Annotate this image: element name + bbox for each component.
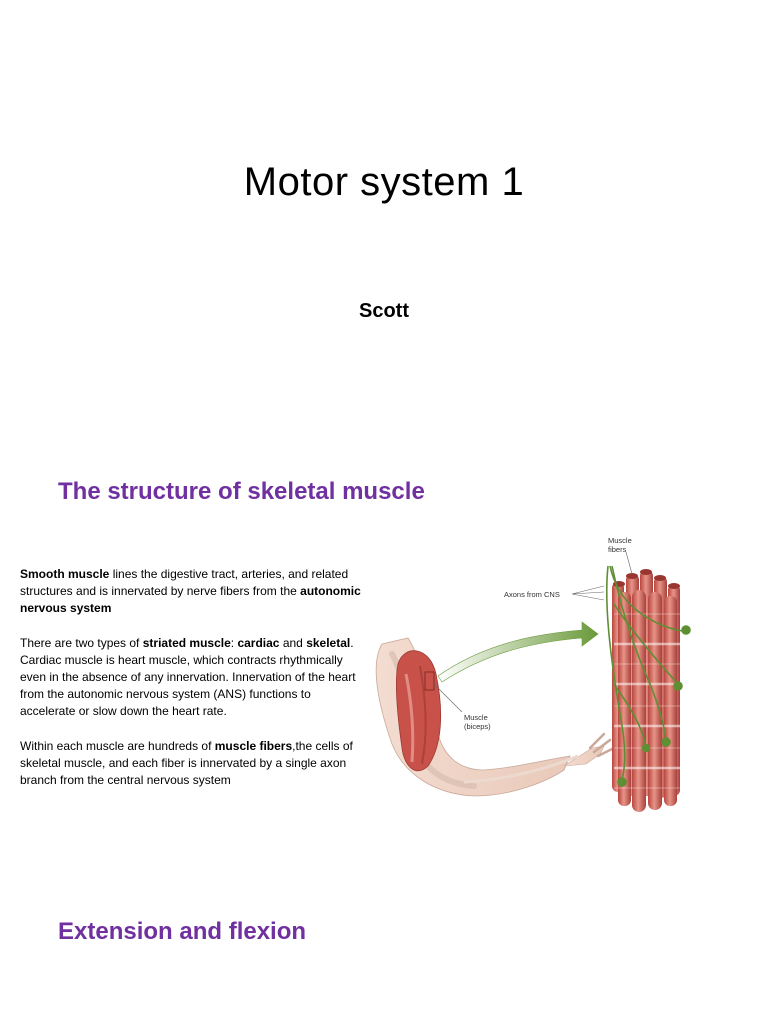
- slide-body-text: Smooth muscle lines the digestive tract,…: [20, 566, 365, 806]
- skeletal-muscle-slide: The structure of skeletal muscle Smooth …: [0, 440, 768, 860]
- term-skeletal: skeletal: [306, 635, 351, 650]
- term-striated: striated muscle: [142, 635, 231, 650]
- arrow-icon: [437, 621, 599, 683]
- muscle-diagram: Muscle fibers Axons from CNS Muscle (bic…: [375, 536, 691, 812]
- paragraph-striated-muscle: There are two types of striated muscle: …: [20, 635, 365, 721]
- text-run: and: [279, 635, 307, 650]
- label-muscle-fibers: Muscle: [608, 536, 632, 545]
- text-run: ,the cells of skeletal muscle, and each …: [20, 738, 353, 788]
- paragraph-muscle-fibers: Within each muscle are hundreds of muscl…: [20, 738, 365, 790]
- muscle-illustration: Muscle fibers Axons from CNS Muscle (bic…: [364, 534, 704, 818]
- text-run: . Cardiac muscle is heart muscle, which …: [20, 635, 356, 719]
- text-run: lines the digestive tract, arteries, and…: [20, 567, 349, 599]
- label-biceps: (biceps): [464, 722, 491, 731]
- arm-drawing: [375, 637, 616, 797]
- presentation-title: Motor system 1: [243, 160, 525, 204]
- label-muscle-fibers-2: fibers: [608, 545, 627, 554]
- text-run: Within each muscle are hundreds of: [20, 738, 215, 753]
- extension-flexion-slide: Extension and flexion: [0, 880, 768, 1024]
- term-cardiac: cardiac: [237, 635, 280, 650]
- title-slide: Motor system 1 Scott: [0, 0, 768, 420]
- term-smooth-muscle: Smooth muscle: [20, 567, 110, 581]
- label-axons: Axons from CNS: [504, 590, 560, 599]
- slide-heading: The structure of skeletal muscle: [58, 478, 425, 505]
- text-run: :: [230, 635, 238, 650]
- term-autonomic: autonomic nervous system: [20, 584, 361, 616]
- paragraph-smooth-muscle: Smooth muscle lines the digestive tract,…: [20, 566, 365, 618]
- author-name: Scott: [359, 300, 409, 322]
- axon-branches: [605, 565, 691, 787]
- slide-heading: Extension and flexion: [58, 918, 307, 945]
- term-muscle-fibers: muscle fibers: [214, 738, 293, 753]
- label-muscle: Muscle: [464, 713, 488, 722]
- text-run: There are two types of: [20, 635, 143, 650]
